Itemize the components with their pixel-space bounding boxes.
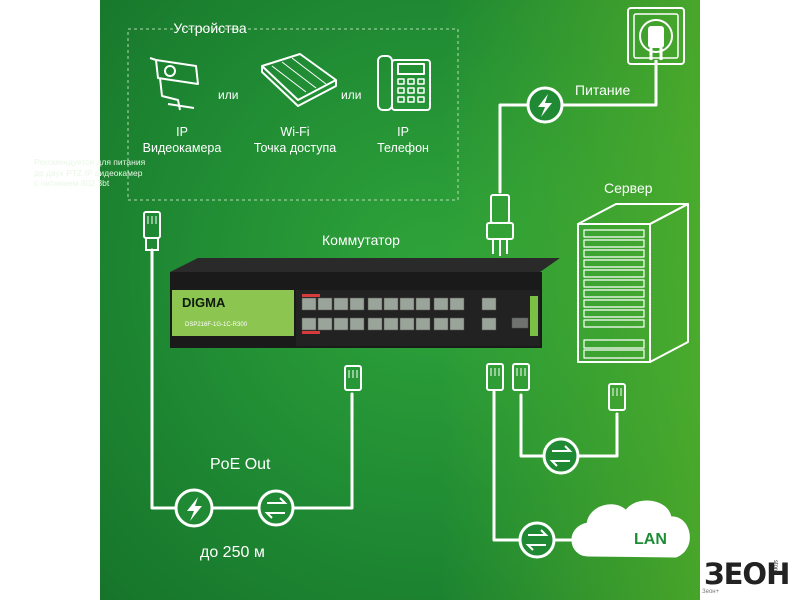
note-line: Рекомендуется для питания [34,157,146,167]
devices-dashed-box [127,28,459,201]
rj45-connector-icon [608,383,626,411]
power-outlet-icon [627,7,685,80]
lan-label: LAN [634,531,667,548]
watermark-brand: ЗЕОН [704,557,790,591]
note-line: до двух PTZ IP видеокамер [34,167,143,178]
switch-model: DSP216F-1G-1C-R300 [185,322,248,328]
data-exchange-icon [257,489,295,527]
rj45-connector-icon [143,211,161,251]
wifi-access-point-icon [261,53,337,107]
rj45-connector-icon [512,363,530,391]
devices-note: Рекомендуется для питания до двух PTZ IP… [34,157,145,189]
power-plug-icon [486,194,514,256]
device-line2: Точка доступа [253,141,337,155]
power-label: Питание [575,82,631,98]
cable-server [519,393,550,458]
server-label: Сервер [604,180,653,196]
or-label: или [218,88,239,102]
device-line1: Wi-Fi [280,125,310,139]
cable-power-down [498,103,530,194]
device-line1: IP [397,125,409,139]
switch-label: Коммутатор [322,232,400,248]
watermark-side: store [772,560,778,574]
ip-phone-icon [377,55,431,111]
distance-label: до 250 м [200,544,265,561]
poe-lightning-icon [174,488,214,528]
switch-brand: DIGMA [182,295,226,310]
switch-device [170,258,560,348]
cable-left-poe [150,248,184,510]
data-exchange-icon [518,521,556,559]
device-line2: Видеокамера [142,141,222,155]
device-label-phone: IP Телефон [348,124,458,156]
switch-ports [301,297,529,331]
device-label-wifi: Wi-Fi Точка доступа [240,124,350,156]
poe-out-label: PoE Out [210,456,271,473]
rj45-connector-icon [486,363,504,391]
cable-poe-return [286,392,354,510]
devices-title: Устройства [173,20,247,36]
cable-lan [492,390,524,542]
watermark-sub: Зеон+ [702,589,720,595]
power-lightning-icon [526,86,564,124]
device-line2: Телефон [377,141,429,155]
ip-camera-icon [149,57,199,111]
device-line1: IP [176,125,188,139]
note-line: с питанием 802.3bt [34,178,110,188]
cable-server-2 [573,412,619,458]
data-exchange-icon [542,437,580,475]
or-label: или [341,88,362,102]
rj45-connector-icon [344,365,362,391]
lan-cloud-icon [571,500,690,558]
device-label-camera: IP Видеокамера [127,124,237,156]
server-rack-icon [577,203,689,363]
cable-power [558,78,658,107]
